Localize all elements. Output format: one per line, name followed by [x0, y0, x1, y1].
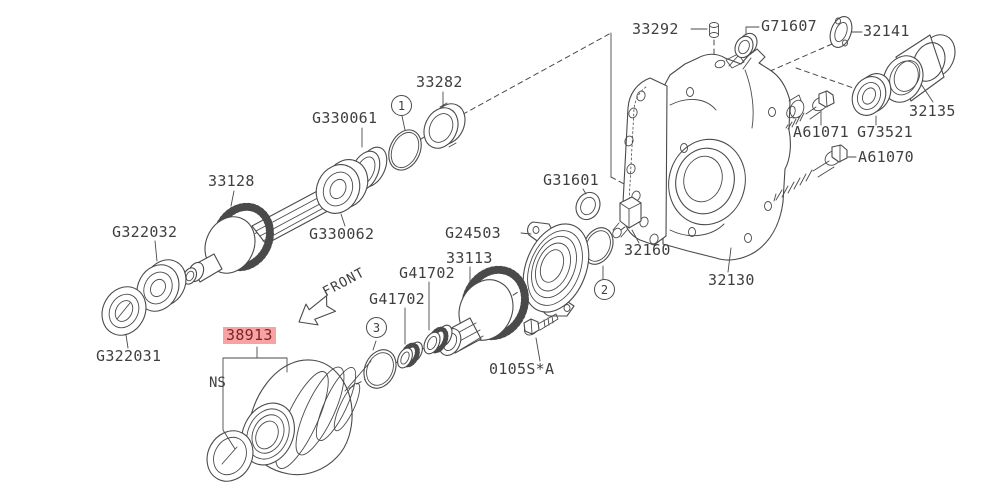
part-label-32135[interactable]: 32135: [909, 102, 956, 120]
part-label-33128[interactable]: 33128: [208, 172, 255, 190]
part-label-0105sa[interactable]: 0105S*A: [489, 360, 555, 378]
part-label-g41702-lower[interactable]: G41702: [369, 290, 425, 308]
callout-2: 2: [594, 279, 615, 300]
transfer-case-drawing: [622, 48, 805, 261]
part-label-g41702-upper[interactable]: G41702: [399, 264, 455, 282]
part-label-32130[interactable]: 32130: [708, 271, 755, 289]
part-label-33282[interactable]: 33282: [416, 73, 463, 91]
ns-note: NS: [209, 375, 226, 391]
callout-3: 3: [366, 317, 387, 338]
part-label-32141[interactable]: 32141: [863, 22, 910, 40]
part-label-38913-highlighted[interactable]: 38913: [223, 327, 276, 344]
rear-parts-drawing: [709, 16, 956, 202]
input-shaft-assembly-drawing: [182, 102, 466, 285]
part-label-g330062[interactable]: G330062: [309, 225, 375, 243]
part-label-g322032[interactable]: G322032: [112, 223, 178, 241]
callout-1: 1: [391, 95, 412, 116]
part-label-33113[interactable]: 33113: [446, 249, 493, 267]
part-label-a61071[interactable]: A61071: [793, 123, 849, 141]
extension-assembly-drawing: [206, 191, 642, 482]
part-label-g322031[interactable]: G322031: [96, 347, 162, 365]
leader-lines: [125, 26, 934, 392]
part-label-g31601[interactable]: G31601: [543, 171, 599, 189]
part-label-33292[interactable]: 33292: [632, 20, 679, 38]
part-label-g330061[interactable]: G330061: [312, 109, 378, 127]
part-label-a61070[interactable]: A61070: [858, 148, 914, 166]
bearing-and-seal-drawing: [101, 259, 187, 336]
part-label-g73521[interactable]: G73521: [857, 123, 913, 141]
part-label-g24503[interactable]: G24503: [445, 224, 501, 242]
front-direction-arrow: [298, 295, 337, 326]
ns-bracket: [222, 346, 288, 450]
part-label-32160[interactable]: 32160: [624, 241, 671, 259]
part-label-g71607[interactable]: G71607: [761, 17, 817, 35]
